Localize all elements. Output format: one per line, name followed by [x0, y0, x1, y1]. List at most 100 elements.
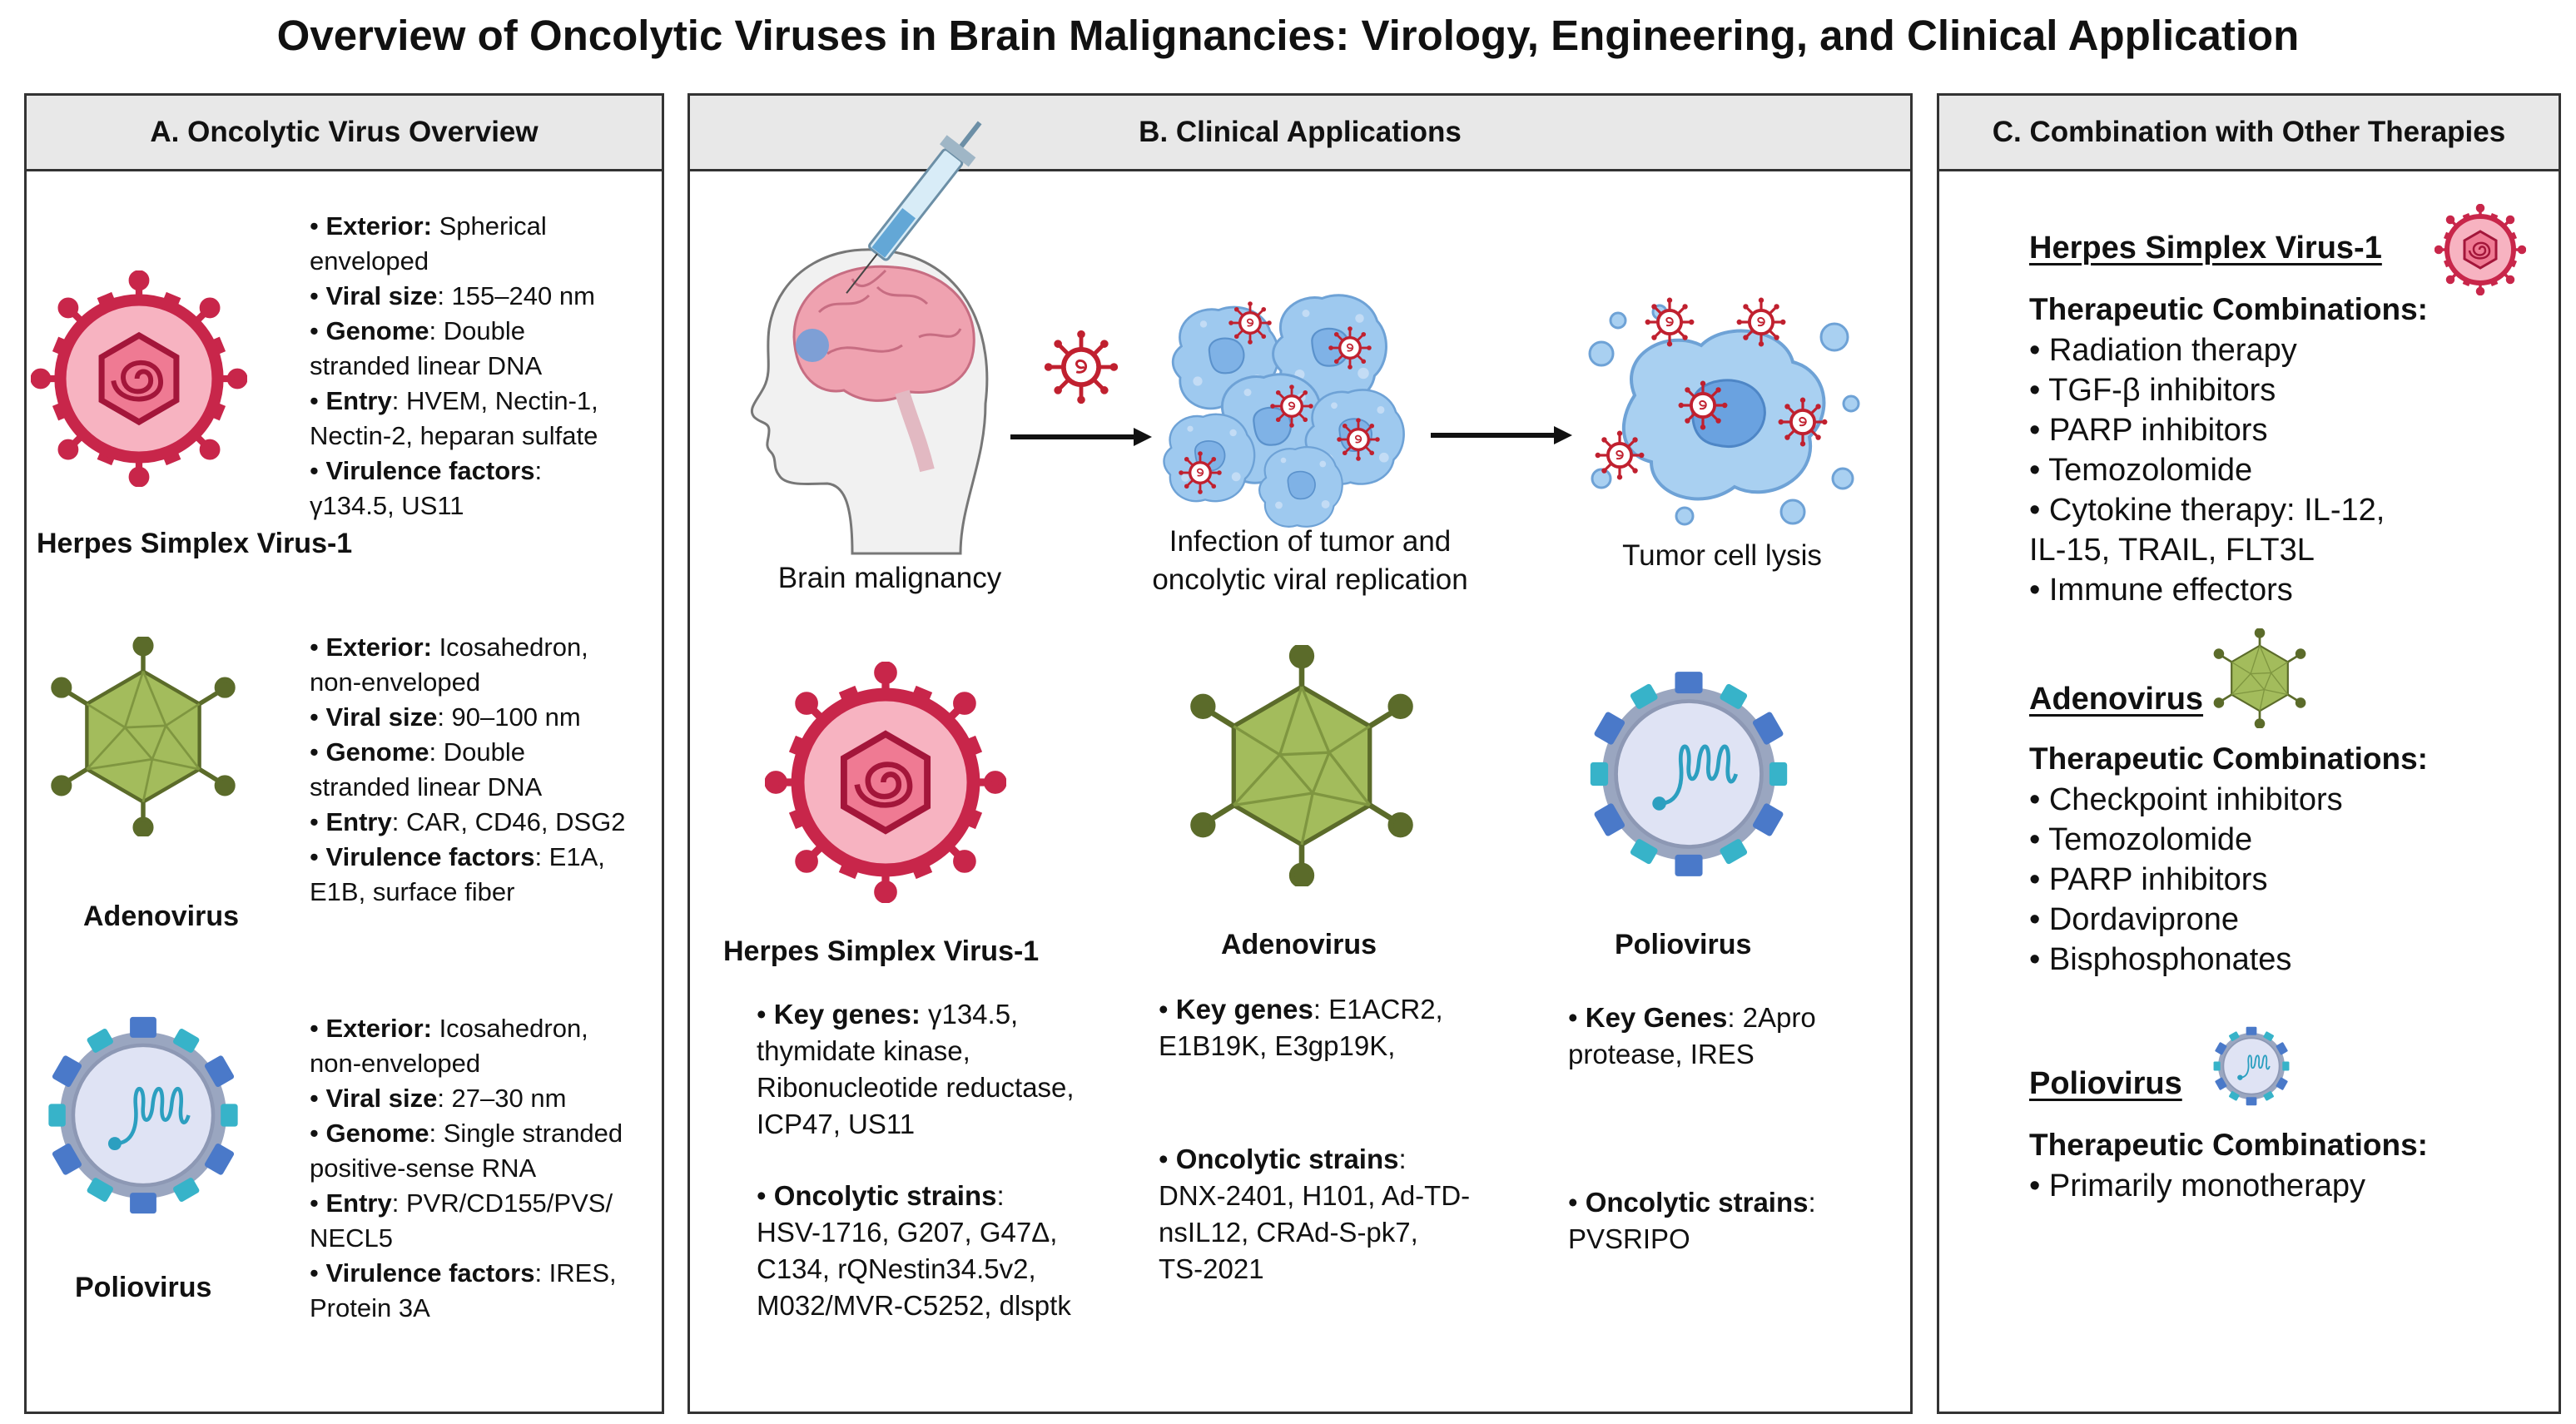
text-line: E1B19K, E3gp19K,: [1159, 1030, 1396, 1061]
text-line: C134, rQNestin34.5v2,: [757, 1253, 1036, 1284]
text-line: protease, IRES: [1568, 1039, 1755, 1069]
text-line: • Oncolytic strains:: [757, 1180, 1005, 1211]
text-line: • Exterior: Icosahedron,: [310, 633, 588, 662]
text-line: PVSRIPO: [1568, 1223, 1690, 1254]
text-line: HSV-1716, G207, G47Δ,: [757, 1217, 1058, 1248]
text-line: non-enveloped: [310, 667, 481, 697]
text-line: • Oncolytic strains:: [1568, 1187, 1816, 1218]
combo-poliovirus-list: • Primarily monotherapy: [2029, 1166, 2365, 1206]
text-line: ICP47, US11: [757, 1109, 916, 1139]
text-line: • Key genes: E1ACR2,: [1159, 994, 1443, 1025]
text-line: Nectin-2, heparan sulfate: [310, 421, 598, 450]
arrow-to-lysis: [1431, 426, 1572, 444]
panel-a-header: A. Oncolytic Virus Overview: [27, 96, 662, 171]
text-line: • Virulence factors: IRES,: [310, 1258, 617, 1288]
combo-adenovirus-label: Therapeutic Combinations:: [2029, 742, 2428, 776]
adenovirus-icon: [43, 637, 243, 836]
panel-combination-therapies: C. Combination with Other Therapies Herp…: [1937, 93, 2561, 1414]
brain-head-illustration: [750, 121, 989, 555]
list-item: • Bisphosphonates: [2029, 942, 2292, 977]
text-line: stranded linear DNA: [310, 772, 543, 801]
combo-poliovirus-name: Poliovirus: [2029, 1066, 2182, 1101]
arrow-to-infection: [1010, 428, 1152, 446]
combo-hsv-icon: [2435, 204, 2526, 295]
text-line: • Entry: PVR/CD155/PVS/: [310, 1188, 613, 1218]
combo-hsv-list: • Radiation therapy• TGF-β inhibitors• P…: [2029, 330, 2385, 610]
virus-particle-icon: [1041, 327, 1121, 407]
text-line: • Viral size: 155–240 nm: [310, 281, 595, 310]
text-line: • Exterior: Spherical: [310, 211, 547, 241]
stage-infection-line2: oncolytic viral replication: [1152, 563, 1468, 596]
list-item: • Temozolomide: [2029, 453, 2253, 488]
text-line: • Key genes: γ134.5,: [757, 999, 1019, 1030]
combo-adenovirus-icon: [2210, 628, 2310, 728]
hsv-name-label: Herpes Simplex Virus-1: [37, 528, 353, 559]
hsv-virus-icon: [31, 270, 247, 487]
list-item: • Temozolomide: [2029, 822, 2253, 857]
stage-brain-malignancy: Brain malignancy: [777, 562, 1002, 594]
text-line: • Entry: HVEM, Nectin-1,: [310, 386, 598, 415]
hsv-detail-name: Herpes Simplex Virus-1: [723, 935, 1040, 967]
infected-tumor-cluster: [1163, 294, 1405, 528]
text-line: • Genome: Double: [310, 737, 525, 767]
hsv-properties: • Exterior: Spherical enveloped • Viral si…: [310, 209, 598, 523]
hsv-oncolytic-strains: • Oncolytic strains: HSV-1716, G207, G47Δ…: [757, 1178, 1071, 1324]
text-line: Ribonucleotide reductase,: [757, 1072, 1075, 1103]
poliovirus-icon: [39, 1011, 247, 1219]
main-title: Overview of Oncolytic Viruses in Brain M…: [276, 12, 2300, 59]
text-line: Protein 3A: [310, 1293, 430, 1322]
list-item: • Primarily monotherapy: [2029, 1168, 2365, 1203]
text-line: positive-sense RNA: [310, 1154, 537, 1183]
poliovirus-key-genes: • Key Genes: 2Apro protease, IRES: [1568, 1000, 1816, 1073]
text-line: • Viral size: 90–100 nm: [310, 702, 581, 732]
text-line: nsIL12, CRAd-S-pk7,: [1159, 1217, 1418, 1248]
list-item: • Radiation therapy: [2029, 333, 2297, 368]
text-line: • Oncolytic strains:: [1159, 1144, 1407, 1174]
text-line: non-enveloped: [310, 1049, 481, 1078]
stage-tumor-lysis: Tumor cell lysis: [1622, 539, 1822, 572]
list-item: • Dordaviprone: [2029, 902, 2239, 937]
text-line: E1B, surface fiber: [310, 877, 515, 906]
combo-adenovirus-list: • Checkpoint inhibitors • Temozolomide • P…: [2029, 780, 2343, 980]
adenovirus-detail-icon: [1181, 645, 1422, 886]
text-line: • Virulence factors:: [310, 456, 543, 485]
text-line: thymidate kinase,: [757, 1035, 970, 1066]
combo-poliovirus-icon: [2210, 1025, 2293, 1108]
text-line: γ134.5, US11: [310, 491, 464, 520]
adenovirus-properties: • Exterior: Icosahedron, non-enveloped • V…: [310, 630, 626, 910]
combo-hsv-name: Herpes Simplex Virus-1: [2029, 231, 2382, 265]
poliovirus-detail-name: Poliovirus: [1615, 929, 1752, 960]
text-line: • Genome: Double: [310, 316, 525, 345]
adenovirus-name-label: Adenovirus: [83, 901, 240, 932]
lysed-tumor-cell: [1588, 295, 1860, 526]
list-item: • Checkpoint inhibitors: [2029, 782, 2343, 817]
adenovirus-detail-name: Adenovirus: [1221, 929, 1377, 960]
text-line: TS-2021: [1159, 1253, 1264, 1284]
text-line: M032/MVR-C5252, dlsptk: [757, 1290, 1071, 1321]
combo-poliovirus-label: Therapeutic Combinations:: [2029, 1128, 2428, 1162]
panel-virus-overview: A. Oncolytic Virus Overview • Exterior: …: [24, 93, 664, 1414]
list-item: IL-15, TRAIL, FLT3L: [2029, 533, 2315, 568]
panel-c-header: C. Combination with Other Therapies: [1939, 96, 2559, 171]
stage-infection: Infection of tumor and oncolytic viral r…: [1119, 523, 1501, 599]
list-item: • PARP inhibitors: [2029, 413, 2268, 448]
text-line: • Exterior: Icosahedron,: [310, 1014, 588, 1043]
list-item: • Cytokine therapy: IL-12,: [2029, 493, 2385, 528]
text-line: • Genome: Single stranded: [310, 1119, 623, 1148]
text-line: enveloped: [310, 246, 429, 275]
list-item: • PARP inhibitors: [2029, 862, 2268, 897]
combo-adenovirus-name: Adenovirus: [2029, 682, 2204, 717]
hsv-detail-icon: [765, 662, 1006, 903]
poliovirus-oncolytic-strains: • Oncolytic strains: PVSRIPO: [1568, 1184, 1816, 1258]
panel-clinical-applications: B. Clinical Applications: [687, 93, 1913, 1414]
adenovirus-oncolytic-strains: • Oncolytic strains:DNX-2401, H101, Ad-T…: [1159, 1141, 1470, 1288]
poliovirus-name-label: Poliovirus: [75, 1272, 212, 1303]
text-line: • Key Genes: 2Apro: [1568, 1002, 1816, 1033]
text-line: • Viral size: 27–30 nm: [310, 1084, 567, 1113]
panel-b-header: B. Clinical Applications: [690, 96, 1910, 171]
poliovirus-detail-icon: [1581, 666, 1797, 882]
combo-hsv-label: Therapeutic Combinations:: [2029, 292, 2428, 326]
text-line: stranded linear DNA: [310, 351, 543, 380]
text-line: NECL5: [310, 1223, 393, 1253]
adenovirus-key-genes: • Key genes: E1ACR2, E1B19K, E3gp19K,: [1159, 991, 1443, 1064]
